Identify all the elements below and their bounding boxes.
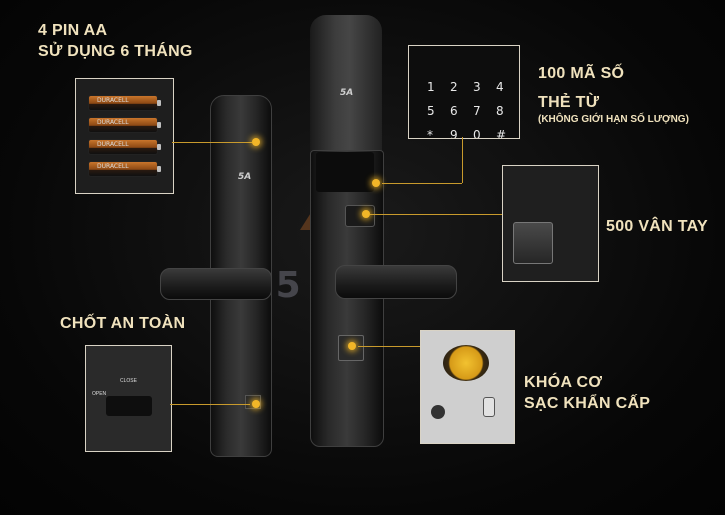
latch-knob xyxy=(106,396,152,416)
key-charge-leader-line xyxy=(358,346,420,347)
battery-leader-line xyxy=(172,142,252,143)
passcode-label-line2: THẺ TỪ xyxy=(538,94,600,111)
keypad-key: 1 xyxy=(427,80,435,94)
keypad-key: 9 xyxy=(450,128,458,139)
latch-close-label: CLOSE xyxy=(120,378,137,384)
battery-2: DURACELL xyxy=(88,117,161,133)
left-panel-logo-icon: 5A xyxy=(238,172,252,182)
safety-latch-label: CHỐT AN TOÀN xyxy=(60,315,186,332)
keypad-key: # xyxy=(496,128,507,139)
key-charge-label-line1: KHÓA CƠ xyxy=(524,374,603,391)
keypad-key: 7 xyxy=(473,104,481,118)
keypad-leader-vertical xyxy=(462,137,463,183)
keypad-key: * xyxy=(427,128,433,139)
right-panel-fingerprint-reader xyxy=(345,205,375,227)
fingerprint-indicator-dot xyxy=(362,210,370,218)
keypad-key: 3 xyxy=(473,80,481,94)
keypad-image: 1 2 3 4 5 6 7 8 * 9 0 # xyxy=(408,45,520,139)
key-charge-label-line2: SẠC KHẨN CẤP xyxy=(524,395,651,412)
keypad-key: 2 xyxy=(450,80,458,94)
right-panel-logo-icon: 5A xyxy=(340,88,354,98)
battery-label-line1: 4 PIN AA xyxy=(38,22,108,39)
battery-4: DURACELL xyxy=(88,161,161,177)
battery-1: DURACELL xyxy=(88,95,161,111)
battery-3: DURACELL xyxy=(88,139,161,155)
keypad-key: 4 xyxy=(496,80,504,94)
fingerprint-image xyxy=(502,165,599,282)
battery-indicator-dot xyxy=(252,138,260,146)
reset-button xyxy=(431,405,445,419)
right-panel-mini-keypad xyxy=(316,152,374,192)
latch-open-label: OPEN xyxy=(92,391,107,397)
key-charge-indicator-dot xyxy=(348,342,356,350)
right-lever-handle xyxy=(335,265,457,299)
keypad-grid: 1 2 3 4 5 6 7 8 * 9 0 # xyxy=(427,80,513,139)
safety-latch-image: OPEN CLOSE xyxy=(85,345,172,452)
passcode-label-line1: 100 MÃ SỐ xyxy=(538,65,625,82)
keypad-key: 5 xyxy=(427,104,435,118)
keypad-key: 8 xyxy=(496,104,504,118)
safety-latch-indicator-dot xyxy=(252,400,260,408)
keypad-leader-horizontal xyxy=(382,183,462,184)
keypad-indicator-dot xyxy=(372,179,380,187)
keypad-key: 6 xyxy=(450,104,458,118)
emergency-usb-port xyxy=(483,397,495,417)
left-lever-handle xyxy=(160,268,272,300)
fingerprint-label: 500 VÂN TAY xyxy=(606,218,709,235)
key-cylinder xyxy=(443,345,489,381)
fingerprint-leader-line xyxy=(370,214,502,215)
battery-compartment-image: DURACELL DURACELL DURACELL DURACELL xyxy=(75,78,174,194)
fingerprint-sensor xyxy=(513,222,553,264)
right-panel-key-cylinder xyxy=(338,335,364,361)
right-lock-top xyxy=(310,15,382,155)
passcode-label-note: (KHÔNG GIỚI HẠN SỐ LƯỢNG) xyxy=(538,114,689,125)
key-charge-image xyxy=(420,330,515,444)
keypad-key: 0 xyxy=(473,128,481,139)
battery-label-line2: SỬ DỤNG 6 THÁNG xyxy=(38,43,193,60)
safety-latch-leader-line xyxy=(170,404,250,405)
